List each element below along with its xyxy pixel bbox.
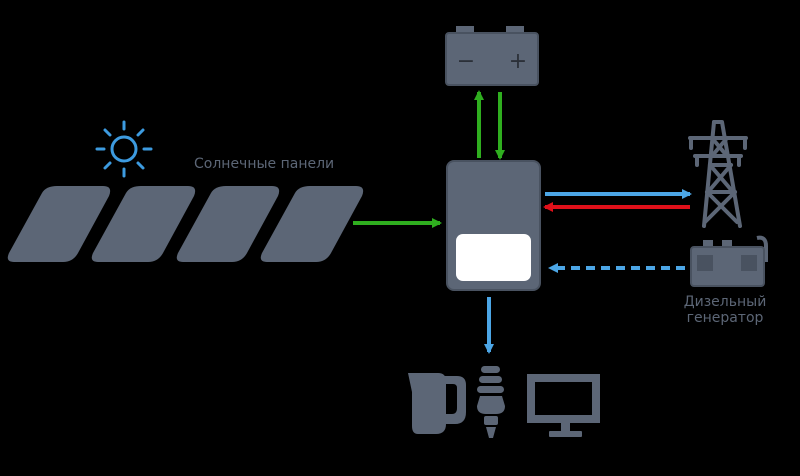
kettle-icon <box>408 373 466 434</box>
solar-panel-icon <box>260 186 364 262</box>
sun-icon <box>95 120 153 178</box>
battery-minus: − <box>457 49 475 74</box>
generator-icon <box>690 235 768 287</box>
battery-icon: − + <box>445 26 539 86</box>
solar-panels <box>7 186 364 262</box>
bulb-icon <box>477 366 505 438</box>
power-tower-icon <box>688 120 748 228</box>
solar-panel-icon <box>7 186 111 262</box>
inverter-screen <box>456 234 531 281</box>
solar-panel-icon <box>91 186 196 262</box>
battery-plus: + <box>509 49 527 74</box>
diesel-generator-label: Дизельный генератор <box>683 294 767 326</box>
monitor-icon <box>527 374 600 437</box>
inverter-icon <box>446 160 541 291</box>
solar-panels-label: Солнечные панели <box>194 156 335 172</box>
solar-panel-icon <box>176 186 280 262</box>
